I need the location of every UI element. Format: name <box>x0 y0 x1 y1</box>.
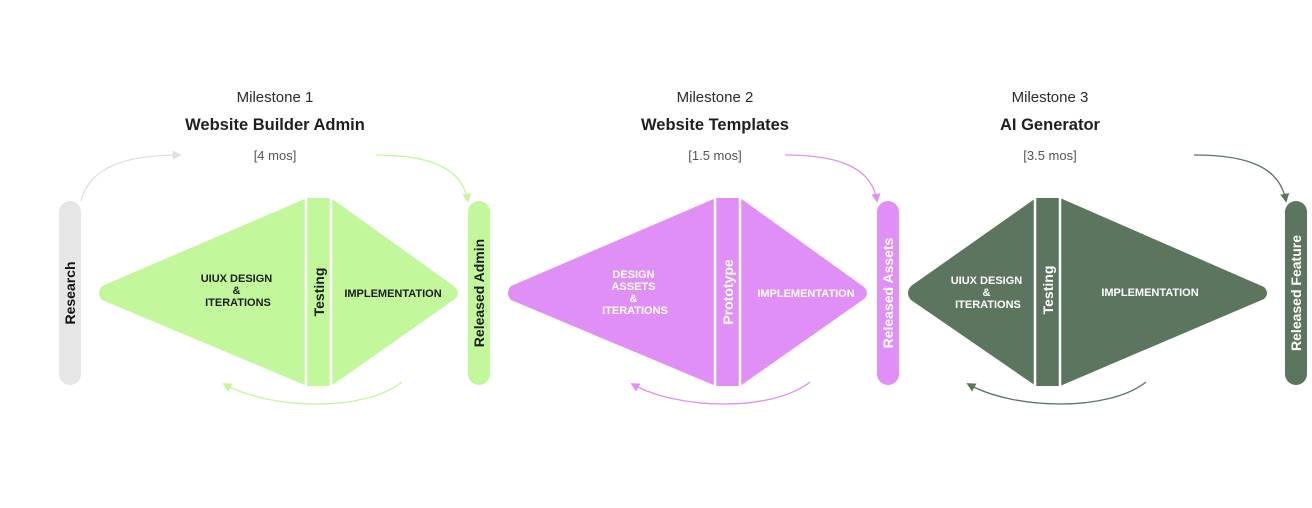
milestone-1-forward-arrow <box>375 154 472 203</box>
milestone-1-iteration-arrow <box>222 381 403 405</box>
milestone-2-middle-phase-shape <box>716 198 740 386</box>
milestone-1-right-phase-shape <box>331 198 458 386</box>
milestone-2-title: Website Templates <box>641 116 789 134</box>
research-arrow <box>80 150 182 202</box>
milestone-2-right-phase-shape <box>740 198 867 386</box>
milestone-2-middle-phase-label: Prototype <box>720 259 736 325</box>
milestone-3-right-phase-shape <box>1060 198 1267 386</box>
milestone-1-release-label: Released Admin <box>471 239 487 347</box>
milestone-3-title: AI Generator <box>1000 116 1101 134</box>
milestone-3-iteration-arrow <box>966 381 1147 405</box>
milestone-2-release-label: Released Assets <box>880 237 896 348</box>
milestone-2-release-bar <box>877 201 899 385</box>
milestone-3-release-bar <box>1285 201 1307 385</box>
milestone-3-release-label: Released Feature <box>1288 235 1304 351</box>
milestone-3: Milestone 3 AI Generator [3.5 mos] UIUX … <box>908 89 1307 405</box>
milestone-3-left-phase-shape <box>908 198 1036 386</box>
milestone-2-left-phase-shape <box>508 198 716 386</box>
milestone-1-title: Website Builder Admin <box>185 116 365 134</box>
milestone-2-right-phase-label: IMPLEMENTATION <box>757 288 854 300</box>
milestone-3-duration: [3.5 mos] <box>1023 148 1076 163</box>
milestone-1-middle-phase-shape <box>307 198 331 386</box>
milestone-3-right-phase-label: IMPLEMENTATION <box>1101 287 1198 299</box>
milestone-2-iteration-arrow <box>630 381 811 405</box>
milestone-1-right-phase-label: IMPLEMENTATION <box>344 288 441 300</box>
milestone-2: Milestone 2 Website Templates [1.5 mos] … <box>508 89 899 405</box>
milestone-1-middle-phase-label: Testing <box>311 268 327 317</box>
research-label: Research <box>62 261 78 324</box>
milestone-2-left-phase-label: DESIGN ASSETS & ITERATIONS <box>602 269 668 317</box>
milestone-3-label: Milestone 3 <box>1012 89 1089 106</box>
milestone-1-left-phase-shape <box>99 198 307 386</box>
milestone-3-forward-arrow <box>1193 154 1290 203</box>
milestone-3-middle-phase-label: Testing <box>1040 266 1056 315</box>
milestone-3-left-phase-label: UIUX DESIGN & ITERATIONS <box>951 275 1026 311</box>
milestone-1: Milestone 1 Website Builder Admin [4 mos… <box>99 89 490 405</box>
milestone-3-middle-phase-shape <box>1036 198 1060 386</box>
milestone-1-release-bar <box>468 201 490 385</box>
milestone-1-duration: [4 mos] <box>254 148 297 163</box>
milestone-2-label: Milestone 2 <box>677 89 754 106</box>
milestone-2-forward-arrow <box>784 154 881 203</box>
milestone-1-left-phase-label: UIUX DESIGN & ITERATIONS <box>201 273 276 309</box>
milestone-1-label: Milestone 1 <box>237 89 314 106</box>
research-bar <box>59 201 81 385</box>
milestone-2-duration: [1.5 mos] <box>688 148 741 163</box>
